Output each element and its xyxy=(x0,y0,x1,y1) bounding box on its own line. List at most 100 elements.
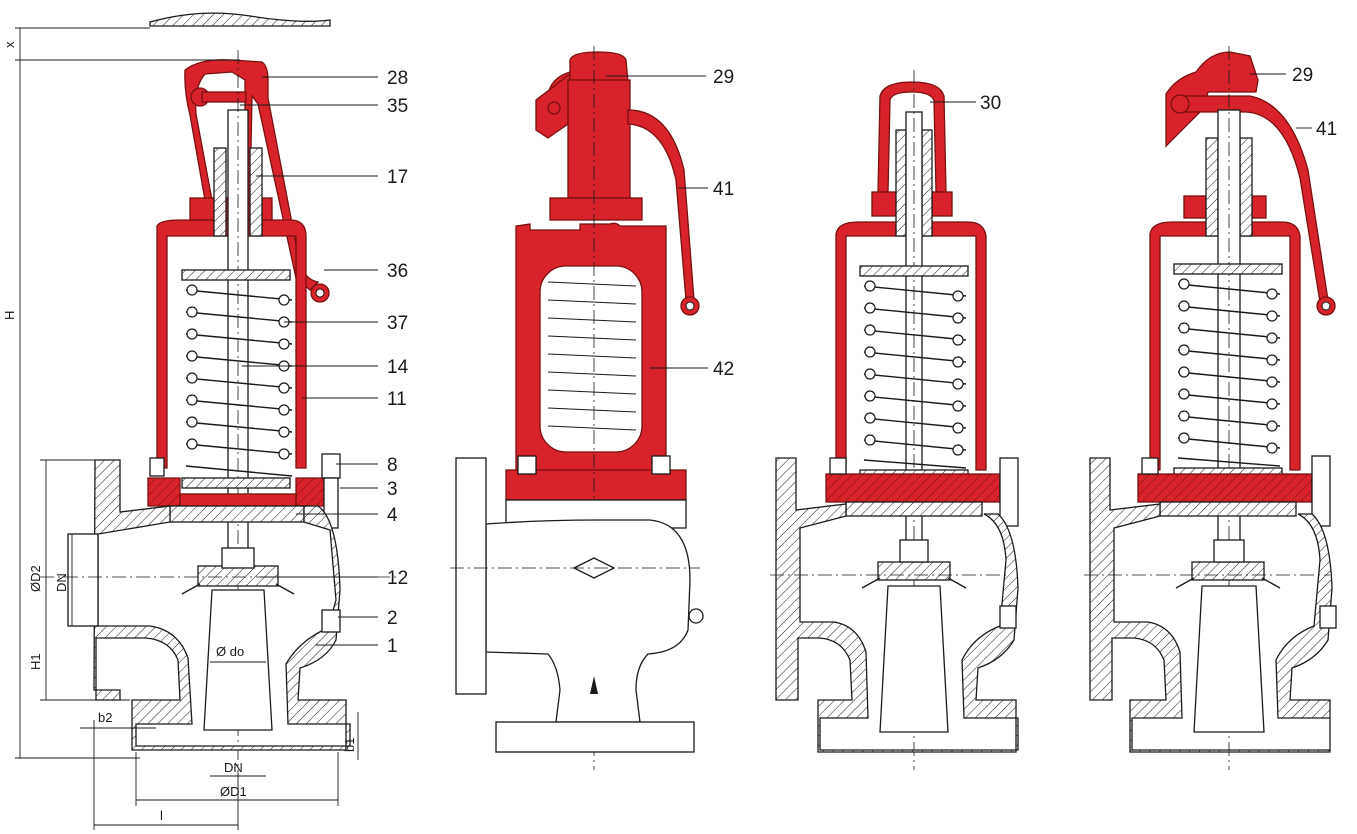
callout-12: 12 xyxy=(387,568,408,589)
lift-cam xyxy=(201,91,247,103)
dim-H1: H1 xyxy=(28,653,43,670)
disc-holder xyxy=(221,547,255,569)
bolt-left xyxy=(149,457,165,477)
nozzle xyxy=(203,589,273,731)
disc-skirt-v3 xyxy=(861,577,967,589)
cap-v4 xyxy=(1165,51,1259,148)
callout-30: 30 xyxy=(980,93,1001,114)
cap-collar xyxy=(549,197,643,221)
disc-skirt-v4 xyxy=(1175,577,1281,589)
disc-holder-v4 xyxy=(1213,539,1245,563)
intermediate-v3 xyxy=(845,501,983,517)
intermediate-v4 xyxy=(1159,501,1297,517)
dim-H: H xyxy=(2,311,17,320)
guide-left-v3 xyxy=(895,129,907,237)
view-4-section: 29 41 xyxy=(1084,46,1337,770)
callout-4: 4 xyxy=(387,505,398,526)
dim-DN-inlet: DN xyxy=(224,760,243,775)
callout-8: 8 xyxy=(387,455,398,476)
spring-coils-v3 xyxy=(863,280,967,469)
intermediate-piece xyxy=(169,505,305,523)
closed-cap-30 xyxy=(877,81,947,193)
drain-plug xyxy=(321,609,341,633)
body-v4 xyxy=(1089,457,1333,753)
lower-spring-plate xyxy=(181,477,291,489)
cap-body xyxy=(567,79,631,199)
yoke-spring xyxy=(547,281,637,431)
callout-36: 36 xyxy=(387,261,408,282)
callout-29-v4: 29 xyxy=(1292,65,1313,86)
upper-plate-v3 xyxy=(859,265,969,277)
spring-coils xyxy=(185,284,293,477)
guide-right xyxy=(249,147,263,237)
callout-3: 3 xyxy=(387,479,398,500)
bonnet xyxy=(156,219,307,469)
callout-17: 17 xyxy=(387,167,408,188)
dim-D2: ØD2 xyxy=(28,565,43,592)
nozzle-v3 xyxy=(879,585,949,733)
bolt-v2-left xyxy=(517,455,537,475)
callouts-view1 xyxy=(240,76,378,646)
dim-x: x xyxy=(2,41,17,48)
bolt-right xyxy=(321,453,341,479)
callout-1: 1 xyxy=(387,636,398,657)
bolt-v4-right xyxy=(1311,455,1331,527)
callout-41-v4: 41 xyxy=(1316,119,1337,140)
disc-v4 xyxy=(1191,561,1265,581)
bolt-v2-right xyxy=(651,455,671,475)
upper-plate-v4 xyxy=(1173,263,1283,275)
drain-v4 xyxy=(1319,605,1337,629)
disc-v3 xyxy=(877,561,951,581)
disc xyxy=(197,565,279,587)
dim-DN-outlet: DN xyxy=(54,573,69,592)
dim-D1: ØD1 xyxy=(220,784,247,799)
dimensions-view1 xyxy=(15,27,359,830)
bonnet-v3 xyxy=(835,221,987,471)
guide-left xyxy=(213,147,227,237)
view-2-external: 29 41 42 xyxy=(450,46,734,770)
view-3-section: 30 xyxy=(770,70,1019,770)
bonnet-flange-center xyxy=(179,493,297,507)
bolt-v4-left xyxy=(1141,457,1159,475)
disc-holder-v3 xyxy=(899,539,929,563)
bonnet-flange-v3 xyxy=(825,473,1001,503)
spring-coils-v4 xyxy=(1177,278,1281,467)
callout-14: 14 xyxy=(387,357,409,378)
bonnet-v4 xyxy=(1149,221,1301,471)
callout-37: 37 xyxy=(387,313,408,334)
yoke-window xyxy=(539,265,643,453)
callout-28: 28 xyxy=(387,68,408,89)
dim-l: l xyxy=(160,808,163,823)
callout-2: 2 xyxy=(387,608,398,629)
drain-v3 xyxy=(999,605,1017,629)
callout-29: 29 xyxy=(713,67,734,88)
callout-41: 41 xyxy=(713,179,734,200)
dim-do: Ø do xyxy=(216,644,244,659)
cap-side xyxy=(535,72,571,139)
callout-11: 11 xyxy=(387,389,407,410)
flow-arrow xyxy=(590,676,598,694)
body-v3 xyxy=(775,457,1019,753)
lever-hood xyxy=(184,59,320,291)
inlet-flange-v2 xyxy=(495,721,695,753)
body-v2 xyxy=(485,519,691,723)
outlet-flange-v2 xyxy=(455,457,487,695)
callout-42: 42 xyxy=(713,359,734,380)
bolt-v3-left xyxy=(829,457,847,475)
top-break-hatch xyxy=(149,12,331,27)
dim-b2: b2 xyxy=(98,710,112,725)
view-1-section: x H H1 ØD2 DN b2 b1 Ø do DN ØD1 l 28 35 … xyxy=(2,12,409,830)
base-flange xyxy=(505,469,687,501)
guide-left-v4 xyxy=(1205,137,1219,237)
dim-b1: b1 xyxy=(342,738,357,752)
bonnet-flange-v4 xyxy=(1137,473,1313,503)
drain-v2 xyxy=(688,608,704,624)
nozzle-v4 xyxy=(1193,585,1265,733)
bolt-v3-right xyxy=(999,457,1019,527)
callout-35: 35 xyxy=(387,96,408,117)
lever-pivot-v4 xyxy=(1170,94,1190,114)
upper-spring-plate xyxy=(181,269,291,281)
valve-body xyxy=(93,459,351,751)
disc-skirt xyxy=(181,583,295,595)
